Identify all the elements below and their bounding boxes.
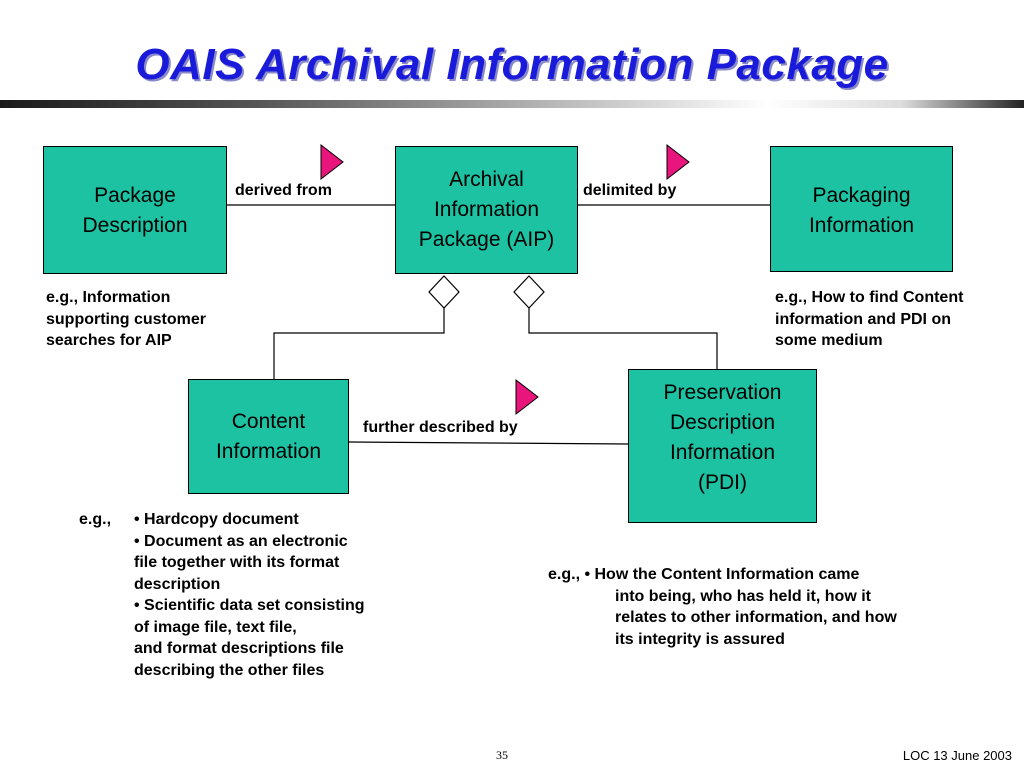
title-divider (0, 100, 1024, 108)
pdi-box: Preservation Description Information (PD… (628, 369, 817, 523)
direction-arrow-icon (515, 378, 539, 416)
direction-arrow-icon (666, 143, 690, 181)
relation-delimited-by: delimited by (583, 182, 677, 199)
package-description-box: Package Description (43, 146, 227, 274)
relation-further-described-by: further described by (363, 419, 518, 436)
footer-text: LOC 13 June 2003 (902, 748, 1012, 763)
content-information-label: Content Information (215, 409, 322, 463)
relation-derived-from: derived from (235, 182, 332, 199)
line-aip-to-content (273, 308, 445, 379)
package-description-label: Package Description (82, 184, 188, 237)
note-content-information-lead: e.g., (79, 511, 112, 528)
slide-title: OAIS Archival Information Package (135, 40, 889, 89)
pdi-label: Preservation Description Information (PD… (663, 381, 782, 494)
aip-box: Archival Information Package (AIP) (395, 146, 578, 274)
direction-arrow-icon (320, 143, 344, 181)
line-aip-to-pdi (528, 308, 718, 369)
packaging-information-label: Packaging Information (808, 184, 915, 237)
aggregation-diamond-right (513, 275, 545, 309)
page-number: 35 (496, 748, 508, 762)
note-packaging-information: e.g., How to find Content information an… (775, 289, 964, 349)
note-package-description: e.g., Information supporting customer se… (46, 289, 207, 349)
note-pdi-rest: into being, who has held it, how it rela… (615, 587, 897, 648)
content-information-box: Content Information (188, 379, 349, 494)
aip-label: Archival Information Package (AIP) (418, 168, 555, 251)
aggregation-diamond-left (428, 275, 460, 309)
note-content-information-items: • Hardcopy document • Document as an ele… (134, 511, 365, 679)
line-further-described-by (348, 441, 629, 445)
note-pdi-lead: e.g., • How the Content Information came (548, 566, 860, 583)
packaging-information-box: Packaging Information (770, 146, 953, 272)
